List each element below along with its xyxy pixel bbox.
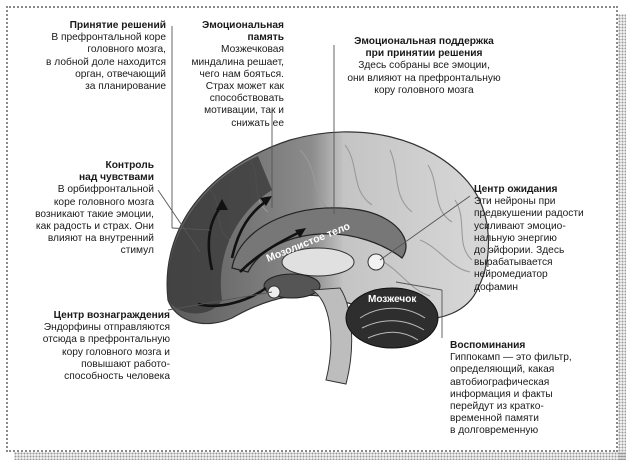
annotation-emotional-support: Эмоциональная поддержка при принятии реш… [336, 36, 512, 97]
annotation-emotional-memory-line: способствовать [209, 93, 284, 105]
annotation-emotional-support-line: они влияют на префронтальную [347, 72, 501, 84]
annotation-reward-line: повышают работо- [81, 358, 170, 370]
annotation-decision: Принятие решений В префронтальной коре г… [24, 20, 166, 93]
annotation-emotional-memory-line: Страх может как [205, 81, 284, 93]
expectation-center [367, 253, 385, 271]
annotation-sense-control-line: как радость и страх. Они [35, 221, 154, 233]
frame-shadow-bottom [14, 452, 626, 460]
annotation-expectation: Центр ожидания Эти нейроны при предвкуше… [474, 184, 600, 294]
annotation-emotional-memory-line: миндалина решает, [191, 56, 284, 68]
annotation-emotional-support-title: Эмоциональная поддержка [354, 36, 494, 47]
annotation-memories-line: автобиографическая [450, 376, 550, 388]
annotation-reward-title: Центр вознаграждения [53, 310, 170, 321]
annotation-emotional-support-line: кору головного мозга [374, 84, 474, 96]
arrow-heads [216, 196, 306, 238]
annotation-memories-line: определяющий, какая [450, 364, 555, 376]
annotation-sense-control-line: стимул [120, 245, 154, 257]
cerebellum-shape [345, 287, 439, 349]
annotation-reward: Центр вознаграждения Эндорфины отправляю… [30, 310, 170, 383]
annotation-expectation-line: до эйфории. Здесь [474, 245, 565, 257]
annotation-decision-line: за планирование [85, 81, 166, 93]
annotation-sense-control: Контроль над чувствами В орбифронтальной… [34, 160, 154, 258]
annotation-memories: Воспоминания Гиппокамп — это фильтр, опр… [450, 340, 600, 438]
reward-center [267, 285, 281, 299]
annotation-expectation-title: Центр ожидания [474, 184, 558, 195]
annotation-sense-control-line: возникают такие эмоции, [35, 208, 154, 220]
annotation-sense-control-line: влияют на внутренний [47, 233, 154, 245]
annotation-memories-line: перейдут из кратко- [450, 401, 544, 413]
corpus-callosum [231, 207, 407, 273]
annotation-emotional-memory-line: чего нам бояться. [199, 68, 284, 80]
leader-lines [157, 26, 471, 338]
annotation-decision-line: в лобной доле находится [46, 56, 166, 68]
annotation-expectation-line: Эти нейроны при [474, 196, 556, 208]
brainstem [310, 287, 353, 385]
annotation-memories-line: в долговременную [450, 425, 539, 437]
annotation-emotional-memory-line: Мозжечковая [221, 44, 284, 56]
annotation-expectation-line: нейромедиатор [474, 269, 548, 281]
thalamus [281, 247, 355, 277]
annotation-emotional-memory-line: мотивации, так и [204, 105, 284, 117]
annotation-expectation-line: нальную энергию [474, 232, 557, 244]
annotation-decision-line: орган, отвечающий [75, 68, 166, 80]
annotation-decision-line: головного мозга, [87, 44, 166, 56]
prefrontal-region [167, 156, 272, 314]
annotation-sense-control-line: В орбифронтальной [57, 184, 154, 196]
annotation-reward-line: отсюда в префронтальную [42, 334, 170, 346]
annotation-emotional-memory-line: снижать ее [231, 117, 284, 129]
annotation-reward-line: Эндорфины отправляются [43, 322, 170, 334]
annotation-emotional-support-line: Здесь собраны все эмоции, [358, 60, 490, 72]
annotation-sense-control-line: коре головного мозга [53, 196, 154, 208]
annotation-expectation-line: предвкушении радости [474, 208, 584, 220]
annotation-emotional-support-title: при принятии решения [365, 48, 483, 60]
annotation-emotional-memory-title: память [247, 32, 284, 44]
annotation-reward-line: кору головного мозга и [62, 346, 170, 358]
annotation-memories-line: Гиппокамп — это фильтр, [450, 352, 572, 364]
annotation-emotional-memory-title: Эмоциональная [202, 20, 284, 31]
annotation-memories-line: информация и факты [450, 388, 553, 400]
annotation-emotional-memory: Эмоциональная память Мозжечковая миндали… [186, 20, 284, 130]
annotation-memories-line: временной памяти [450, 413, 539, 425]
cerebellum-folia [359, 307, 426, 341]
annotation-reward-line: способность человека [64, 371, 170, 383]
annotation-expectation-line: вырабатывается [474, 257, 553, 269]
annotation-memories-title: Воспоминания [450, 340, 526, 351]
cerebellum-label: Мозжечок [368, 294, 417, 305]
annotation-decision-title: Принятие решений [69, 20, 166, 31]
annotation-expectation-line: усиливают эмоцио- [474, 220, 566, 232]
annotation-sense-control-title: над чувствами [79, 172, 154, 184]
annotation-sense-control-title: Контроль [105, 160, 154, 171]
annotation-decision-line: В префронтальной коре [51, 32, 166, 44]
frame-shadow-right [618, 14, 626, 460]
annotation-expectation-line: дофамин [474, 281, 518, 293]
